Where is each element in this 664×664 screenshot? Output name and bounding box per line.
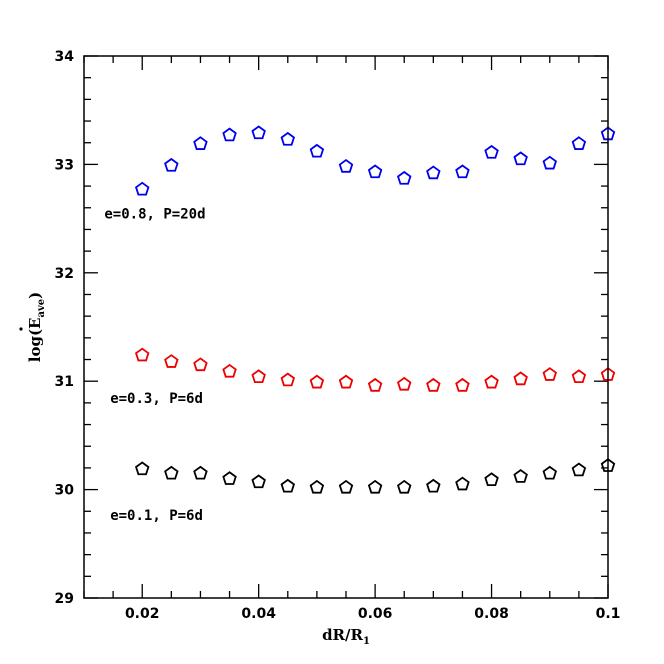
data-point-series-1 <box>338 374 354 389</box>
data-point-series-2 <box>193 465 208 480</box>
data-point-series-0 <box>193 136 208 150</box>
x-axis-label: dR/R1 <box>322 626 370 647</box>
data-point-series-1 <box>571 369 587 384</box>
data-point-series-0 <box>396 170 412 185</box>
data-point-series-1 <box>542 367 558 381</box>
data-point-series-0 <box>426 165 441 180</box>
data-point-series-0 <box>571 136 587 150</box>
y-axis-label-group: log(Eave) <box>19 292 47 363</box>
data-point-series-1 <box>251 369 266 384</box>
y-tick-label: 32 <box>55 266 74 282</box>
data-point-series-2 <box>571 462 587 477</box>
x-axis-label-sub: 1 <box>363 636 370 647</box>
data-point-series-2 <box>396 479 412 494</box>
data-point-series-1 <box>280 372 296 387</box>
annotations-layer: e=0.8, P=20d e=0.3, P=6d e=0.1, P=6d <box>104 207 205 524</box>
data-point-series-1 <box>367 377 383 392</box>
data-point-series-2 <box>338 479 354 494</box>
data-point-series-2 <box>251 474 266 489</box>
y-tick-label: 31 <box>55 374 74 390</box>
data-point-series-1 <box>455 377 470 392</box>
data-point-series-0 <box>484 144 499 159</box>
data-point-series-0 <box>280 131 296 146</box>
data-point-series-0 <box>455 164 470 179</box>
data-point-series-0 <box>222 127 237 142</box>
markers-layer <box>134 125 616 494</box>
data-point-series-2 <box>309 479 325 494</box>
data-point-series-2 <box>367 479 383 494</box>
x-tick-label: 0.06 <box>358 606 393 622</box>
data-point-series-0 <box>542 155 558 170</box>
y-axis-label-dot <box>19 327 23 331</box>
data-point-series-1 <box>484 374 499 389</box>
y-tick-label: 30 <box>55 483 75 499</box>
data-point-series-0 <box>309 143 325 158</box>
y-axis-label-sub: ave <box>36 299 47 318</box>
data-point-series-1 <box>222 363 237 378</box>
x-tick-label: 0.02 <box>125 606 160 622</box>
x-tick-label: 0.08 <box>474 606 509 622</box>
y-axis-label-close: ) <box>26 292 44 299</box>
x-tick-label: 0.04 <box>241 606 276 622</box>
series-annotation: e=0.3, P=6d <box>110 391 203 407</box>
y-tick-label: 34 <box>55 49 75 65</box>
data-point-series-2 <box>164 465 179 480</box>
data-point-series-2 <box>455 476 470 491</box>
data-point-series-1 <box>309 374 325 389</box>
data-point-series-1 <box>134 347 150 362</box>
series-annotation: e=0.1, P=6d <box>110 508 203 524</box>
data-point-series-2 <box>542 465 558 480</box>
data-point-series-1 <box>513 371 528 386</box>
x-tick-label: 0.1 <box>596 606 621 622</box>
data-point-series-0 <box>251 125 266 140</box>
data-point-series-2 <box>426 478 441 493</box>
data-point-series-2 <box>280 478 296 493</box>
data-point-series-0 <box>513 151 528 166</box>
data-point-series-0 <box>134 181 150 196</box>
data-point-series-1 <box>164 354 179 368</box>
y-tick-label: 29 <box>55 591 74 607</box>
data-point-series-1 <box>426 377 441 392</box>
x-axis-label-main: dR/R <box>322 626 363 644</box>
plot-frame <box>83 55 609 599</box>
data-point-series-2 <box>134 461 150 476</box>
labels-layer: 0.02 0.04 0.06 0.08 0.1 29 30 31 32 33 34 <box>55 49 621 622</box>
y-axis-label-main: log(E <box>26 318 44 363</box>
data-point-series-2 <box>484 472 499 487</box>
data-point-series-0 <box>338 158 354 173</box>
data-point-series-0 <box>164 157 179 172</box>
data-point-series-1 <box>193 357 208 372</box>
data-point-series-2 <box>222 471 237 485</box>
data-point-series-1 <box>396 376 412 391</box>
data-point-series-2 <box>513 468 528 483</box>
y-tick-label: 33 <box>55 157 74 173</box>
data-point-series-0 <box>367 164 383 179</box>
series-annotation: e=0.8, P=20d <box>104 207 205 223</box>
y-axis-label: log(Eave) <box>26 292 47 363</box>
